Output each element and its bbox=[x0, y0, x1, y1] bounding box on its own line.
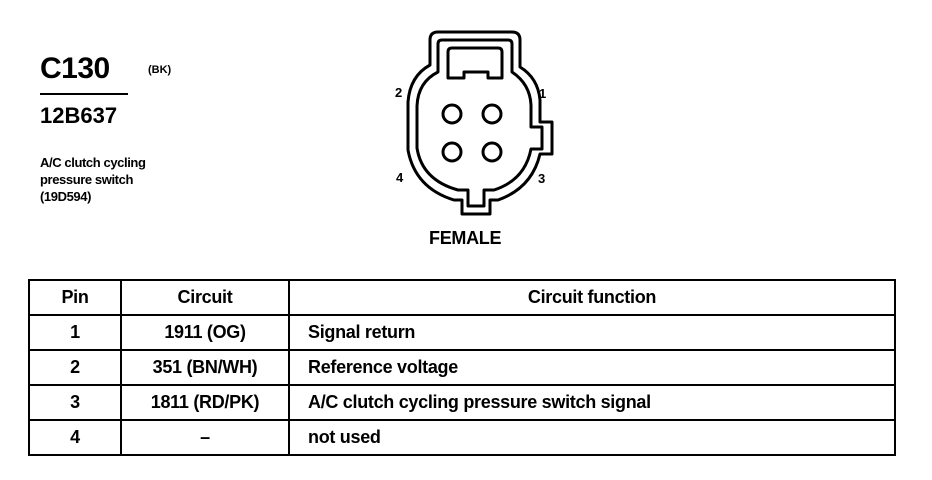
table-row: 2 351 (BN/WH) Reference voltage bbox=[28, 349, 896, 386]
function-cell: Signal return bbox=[288, 314, 896, 351]
component-description: A/C clutch cycling pressure switch (19D5… bbox=[40, 154, 146, 205]
table-row: 1 1911 (OG) Signal return bbox=[28, 314, 896, 351]
connector-housing-outline bbox=[406, 30, 554, 216]
column-header-circuit: Circuit bbox=[120, 279, 290, 316]
connector-header: C130 (BK) bbox=[40, 52, 171, 86]
pin-label-2: 2 bbox=[395, 85, 403, 100]
circuit-cell: – bbox=[120, 419, 290, 456]
header-divider bbox=[40, 93, 128, 95]
table-row: 4 – not used bbox=[28, 419, 896, 456]
column-header-circuit-function: Circuit function bbox=[288, 279, 896, 316]
part-number: 12B637 bbox=[40, 103, 118, 128]
connector-id: C130 bbox=[40, 52, 110, 85]
pin-cell: 3 bbox=[28, 384, 122, 421]
pin-cell: 2 bbox=[28, 349, 122, 386]
pin-cavity-2 bbox=[441, 103, 463, 125]
pin-cavity-1 bbox=[481, 103, 503, 125]
circuit-cell: 1811 (RD/PK) bbox=[120, 384, 290, 421]
table-header-row: Pin Circuit Circuit function bbox=[28, 279, 896, 316]
connector-inner-outline bbox=[415, 38, 544, 208]
table-row: 3 1811 (RD/PK) A/C clutch cycling pressu… bbox=[28, 384, 896, 421]
column-header-pin: Pin bbox=[28, 279, 122, 316]
locking-tab bbox=[446, 46, 504, 80]
function-cell: A/C clutch cycling pressure switch signa… bbox=[288, 384, 896, 421]
pin-label-4: 4 bbox=[396, 170, 404, 185]
connector-color-code: (BK) bbox=[148, 64, 172, 76]
circuit-cell: 351 (BN/WH) bbox=[120, 349, 290, 386]
pin-label-1: 1 bbox=[539, 86, 547, 101]
pin-label-3: 3 bbox=[538, 171, 546, 186]
circuit-cell: 1911 (OG) bbox=[120, 314, 290, 351]
function-cell: Reference voltage bbox=[288, 349, 896, 386]
pin-cavity-4 bbox=[441, 141, 463, 163]
pin-cell: 4 bbox=[28, 419, 122, 456]
pinout-table: Pin Circuit Circuit function 1 1911 (OG)… bbox=[28, 279, 896, 456]
pin-cell: 1 bbox=[28, 314, 122, 351]
connector-face-drawing bbox=[406, 30, 554, 216]
pin-cavity-3 bbox=[481, 141, 503, 163]
function-cell: not used bbox=[288, 419, 896, 456]
description-line: A/C clutch cycling bbox=[40, 155, 146, 170]
connector-gender-label: FEMALE bbox=[429, 228, 502, 248]
description-line: (19D594) bbox=[40, 189, 91, 204]
description-line: pressure switch bbox=[40, 172, 133, 187]
